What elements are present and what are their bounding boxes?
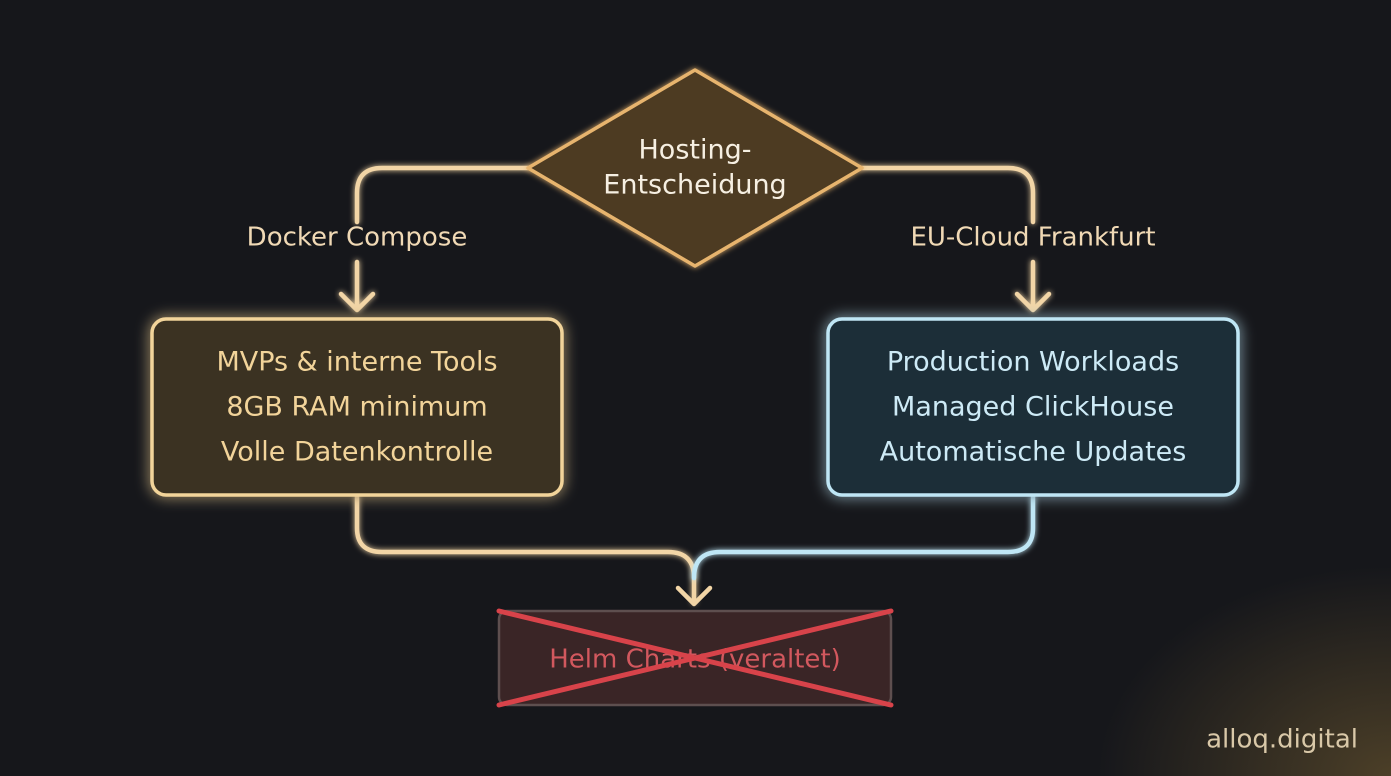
cloud-box-line-2: Managed ClickHouse <box>892 392 1174 423</box>
docker-compose-box: MVPs & interne Tools 8GB RAM minimum Vol… <box>150 317 564 497</box>
connector-docker-to-deprecated <box>354 493 697 605</box>
strike-cross-line-2 <box>496 608 894 708</box>
connector-cloud-to-deprecated <box>691 493 1036 581</box>
branch-label-docker-compose: Docker Compose <box>247 223 468 253</box>
connector-decision-to-cloud <box>859 165 1036 225</box>
connector-decision-to-docker <box>354 165 533 225</box>
branch-label-eu-cloud: EU-Cloud Frankfurt <box>910 223 1155 253</box>
arrow-to-deprecated-box <box>675 585 713 607</box>
eu-cloud-box: Production Workloads Managed ClickHouse … <box>826 317 1240 497</box>
decision-line-1: Hosting- <box>639 135 752 166</box>
arrow-to-cloud-box <box>1014 259 1052 313</box>
decision-line-2: Entscheidung <box>603 170 786 201</box>
deprecated-helm-box: Helm Charts (veraltet) <box>496 608 894 708</box>
docker-box-line-1: MVPs & interne Tools <box>216 347 497 378</box>
arrow-to-docker-box <box>338 259 376 313</box>
docker-box-line-3: Volle Datenkontrolle <box>221 437 493 468</box>
cloud-box-line-1: Production Workloads <box>887 347 1179 378</box>
cloud-box-line-3: Automatische Updates <box>880 437 1187 468</box>
docker-box-line-2: 8GB RAM minimum <box>226 392 487 423</box>
decision-diamond: Hosting- Entscheidung <box>526 68 864 268</box>
brand-wordmark: alloq.digital <box>1206 725 1358 755</box>
